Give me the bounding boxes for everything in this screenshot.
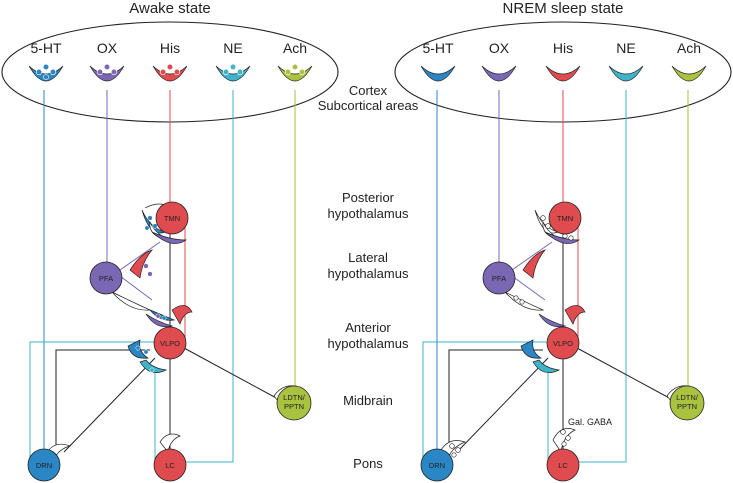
awake-node-vlpo-label: VLPO [160, 339, 180, 348]
nrem-nt-5ht: 5-HT [422, 40, 454, 56]
awake-vesicles-ne [222, 63, 244, 76]
awake-vesicles-5ht [35, 63, 57, 80]
label-anterior-hypothalamus-2: hypothalamus [328, 336, 409, 351]
awake-vesicles-ach [284, 63, 306, 76]
awake-nt-ox: OX [97, 40, 118, 56]
awake-node-pfa [89, 261, 123, 295]
awake-node-ldtn-label-1: LDTN/ [283, 393, 306, 402]
nrem-node-ldtn-label-2: PPTN [677, 402, 697, 411]
nrem-node-drn [420, 448, 454, 482]
nrem-terminal-ox [481, 65, 517, 82]
nrem-node-lc [546, 448, 580, 482]
awake-vesicles-his [159, 63, 181, 76]
label-pons: Pons [353, 456, 383, 471]
awake-nt-his: His [160, 40, 180, 56]
awake-node-tmn-label: TMN [164, 214, 180, 223]
label-lateral-hypothalamus-1: Lateral [348, 250, 388, 265]
nrem-node-ldtn-label-1: LDTN/ [676, 393, 699, 402]
awake-panel-title: Awake state [129, 0, 210, 17]
nrem-node-lc-label: LC [558, 461, 568, 470]
awake-ne-projection [175, 90, 234, 463]
nrem-node-vlpo [546, 326, 580, 360]
awake-synapse-vesicles [135, 215, 167, 373]
label-posterior-hypothalamus-1: Posterior [342, 190, 395, 205]
awake-node-drn [27, 448, 61, 482]
awake-vesicles-ox [96, 63, 118, 76]
awake-node-lc-label: LC [165, 461, 175, 470]
awake-node-lc [153, 448, 187, 482]
awake-nt-ne: NE [223, 40, 242, 56]
label-subcortical-areas: Subcortical areas [318, 98, 419, 113]
label-cortex: Cortex [349, 83, 388, 98]
nrem-node-pfa [482, 261, 516, 295]
awake-node-ldtn [276, 385, 312, 421]
nrem-gal-gaba-annotation: Gal. GABA [568, 417, 612, 427]
awake-node-drn-label: DRN [36, 461, 52, 470]
awake-node-tmn [155, 201, 189, 235]
awake-projections [43, 90, 296, 463]
nrem-node-vlpo-label: VLPO [553, 339, 573, 348]
nrem-nt-his: His [553, 40, 573, 56]
nrem-projections [436, 90, 689, 463]
awake-nt-ach: Ach [283, 40, 307, 56]
nrem-terminal-ach [671, 65, 707, 82]
awake-node-pfa-label: PFA [99, 274, 113, 283]
label-lateral-hypothalamus-2: hypothalamus [328, 266, 409, 281]
nrem-ne-projection [568, 90, 627, 463]
nrem-panel-title: NREM sleep state [503, 0, 624, 17]
nrem-node-tmn-label: TMN [557, 214, 573, 223]
label-posterior-hypothalamus-2: hypothalamus [328, 206, 409, 221]
awake-node-vlpo [153, 326, 187, 360]
nrem-nt-ox: OX [489, 40, 510, 56]
awake-panel: 5-HT OX His NE Ach [27, 40, 313, 482]
awake-nt-5ht: 5-HT [30, 40, 62, 56]
awake-node-ldtn-label-2: PPTN [284, 402, 304, 411]
nrem-terminal-his [545, 65, 581, 82]
nrem-panel: 5-HT OX His NE Ach [420, 40, 707, 482]
nrem-node-pfa-label: PFA [492, 274, 506, 283]
nrem-terminal-ne [608, 65, 644, 82]
label-anterior-hypothalamus-1: Anterior [345, 320, 391, 335]
nrem-terminal-5ht [420, 65, 456, 82]
nrem-node-ldtn [669, 385, 705, 421]
nrem-nt-ach: Ach [677, 40, 701, 56]
nrem-node-tmn [548, 201, 582, 235]
label-midbrain: Midbrain [343, 393, 393, 408]
nrem-node-drn-label: DRN [429, 461, 445, 470]
nrem-nt-ne: NE [616, 40, 635, 56]
